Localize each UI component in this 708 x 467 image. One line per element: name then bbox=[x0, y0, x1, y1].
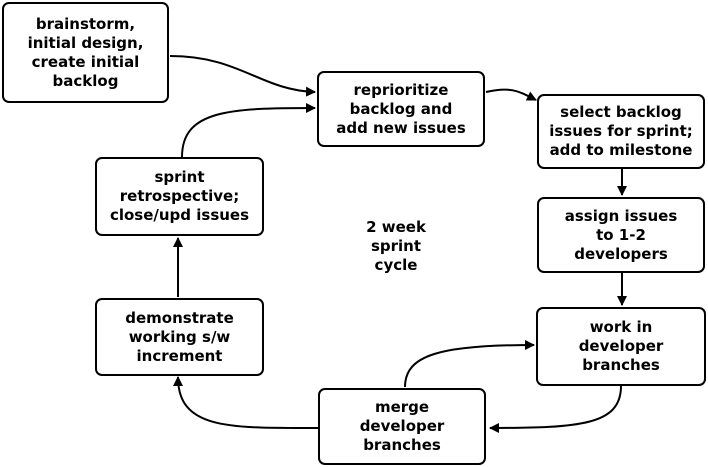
arrow-retrospective-to-reprioritize bbox=[181, 103, 316, 158]
node-retrospective: sprint retrospective; close/upd issues bbox=[95, 157, 264, 236]
node-brainstorm: brainstorm, initial design, create initi… bbox=[2, 2, 169, 103]
arrow-work-to-merge bbox=[489, 385, 622, 433]
node-brainstorm-label: brainstorm, initial design, create initi… bbox=[27, 14, 144, 90]
node-select-label: select backlog issues for sprint; add to… bbox=[549, 103, 693, 159]
node-merge-label: merge developer branches bbox=[359, 398, 445, 454]
arrow-reprioritize-to-select bbox=[485, 88, 537, 101]
node-assign: assign issues to 1-2 developers bbox=[537, 197, 705, 273]
node-select: select backlog issues for sprint; add to… bbox=[537, 94, 705, 169]
cycle-center-label: 2 week sprint cycle bbox=[366, 218, 426, 274]
arrow-brainstorm-to-reprioritize bbox=[169, 55, 316, 97]
arrow-merge-to-demonstrate bbox=[173, 376, 319, 430]
node-reprioritize-label: reprioritize backlog and add new issues bbox=[336, 80, 466, 137]
node-retrospective-label: sprint retrospective; close/upd issues bbox=[109, 168, 250, 224]
arrow-merge-to-work bbox=[404, 340, 535, 388]
node-merge: merge developer branches bbox=[318, 388, 486, 465]
node-work: work in developer branches bbox=[536, 307, 706, 386]
node-reprioritize: reprioritize backlog and add new issues bbox=[317, 71, 485, 147]
node-work-label: work in developer branches bbox=[578, 318, 664, 374]
node-demonstrate: demonstrate working s/w increment bbox=[95, 298, 264, 376]
node-demonstrate-label: demonstrate working s/w increment bbox=[125, 308, 234, 365]
node-assign-label: assign issues to 1-2 developers bbox=[564, 206, 678, 263]
